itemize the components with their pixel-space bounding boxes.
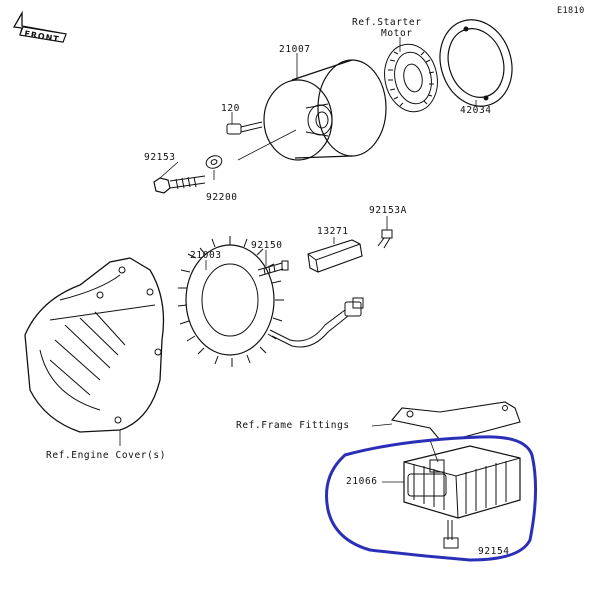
highlight-outline [325, 435, 538, 562]
label-frame-ref: Ref.Frame Fittings [236, 420, 350, 431]
screw-92153a [377, 229, 393, 249]
label-21007: 21007 [279, 44, 311, 55]
label-21066: 21066 [346, 476, 378, 487]
label-starter-ref: Ref.Starter [352, 17, 422, 28]
label-starter-sub: Motor [381, 28, 413, 39]
label-92154: 92154 [478, 546, 510, 557]
washer-92200 [205, 155, 223, 169]
bolt-92150 [257, 260, 289, 277]
diagram-code: E1810 [557, 6, 585, 16]
label-120: 120 [221, 103, 240, 114]
label-92153a: 92153A [369, 205, 407, 216]
frame-bracket [371, 401, 521, 441]
front-arrow-icon: FRONT [12, 10, 67, 44]
label-92200: 92200 [206, 192, 238, 203]
label-92153: 92153 [144, 152, 176, 163]
label-13271: 13271 [317, 226, 349, 237]
cover-13271 [307, 239, 363, 273]
regulator [382, 445, 521, 549]
label-engine-cover-ref: Ref.Engine Cover(s) [46, 450, 167, 461]
engine-cover [24, 257, 165, 446]
flywheel [263, 59, 387, 161]
bolt-92153 [153, 175, 206, 194]
label-42034: 42034 [460, 105, 492, 116]
label-21003: 21003 [190, 250, 222, 261]
stator [177, 236, 364, 367]
bearing-ring [439, 19, 513, 107]
starter-gear [384, 43, 438, 113]
label-92150: 92150 [251, 240, 283, 251]
bolt-120 [226, 121, 263, 135]
